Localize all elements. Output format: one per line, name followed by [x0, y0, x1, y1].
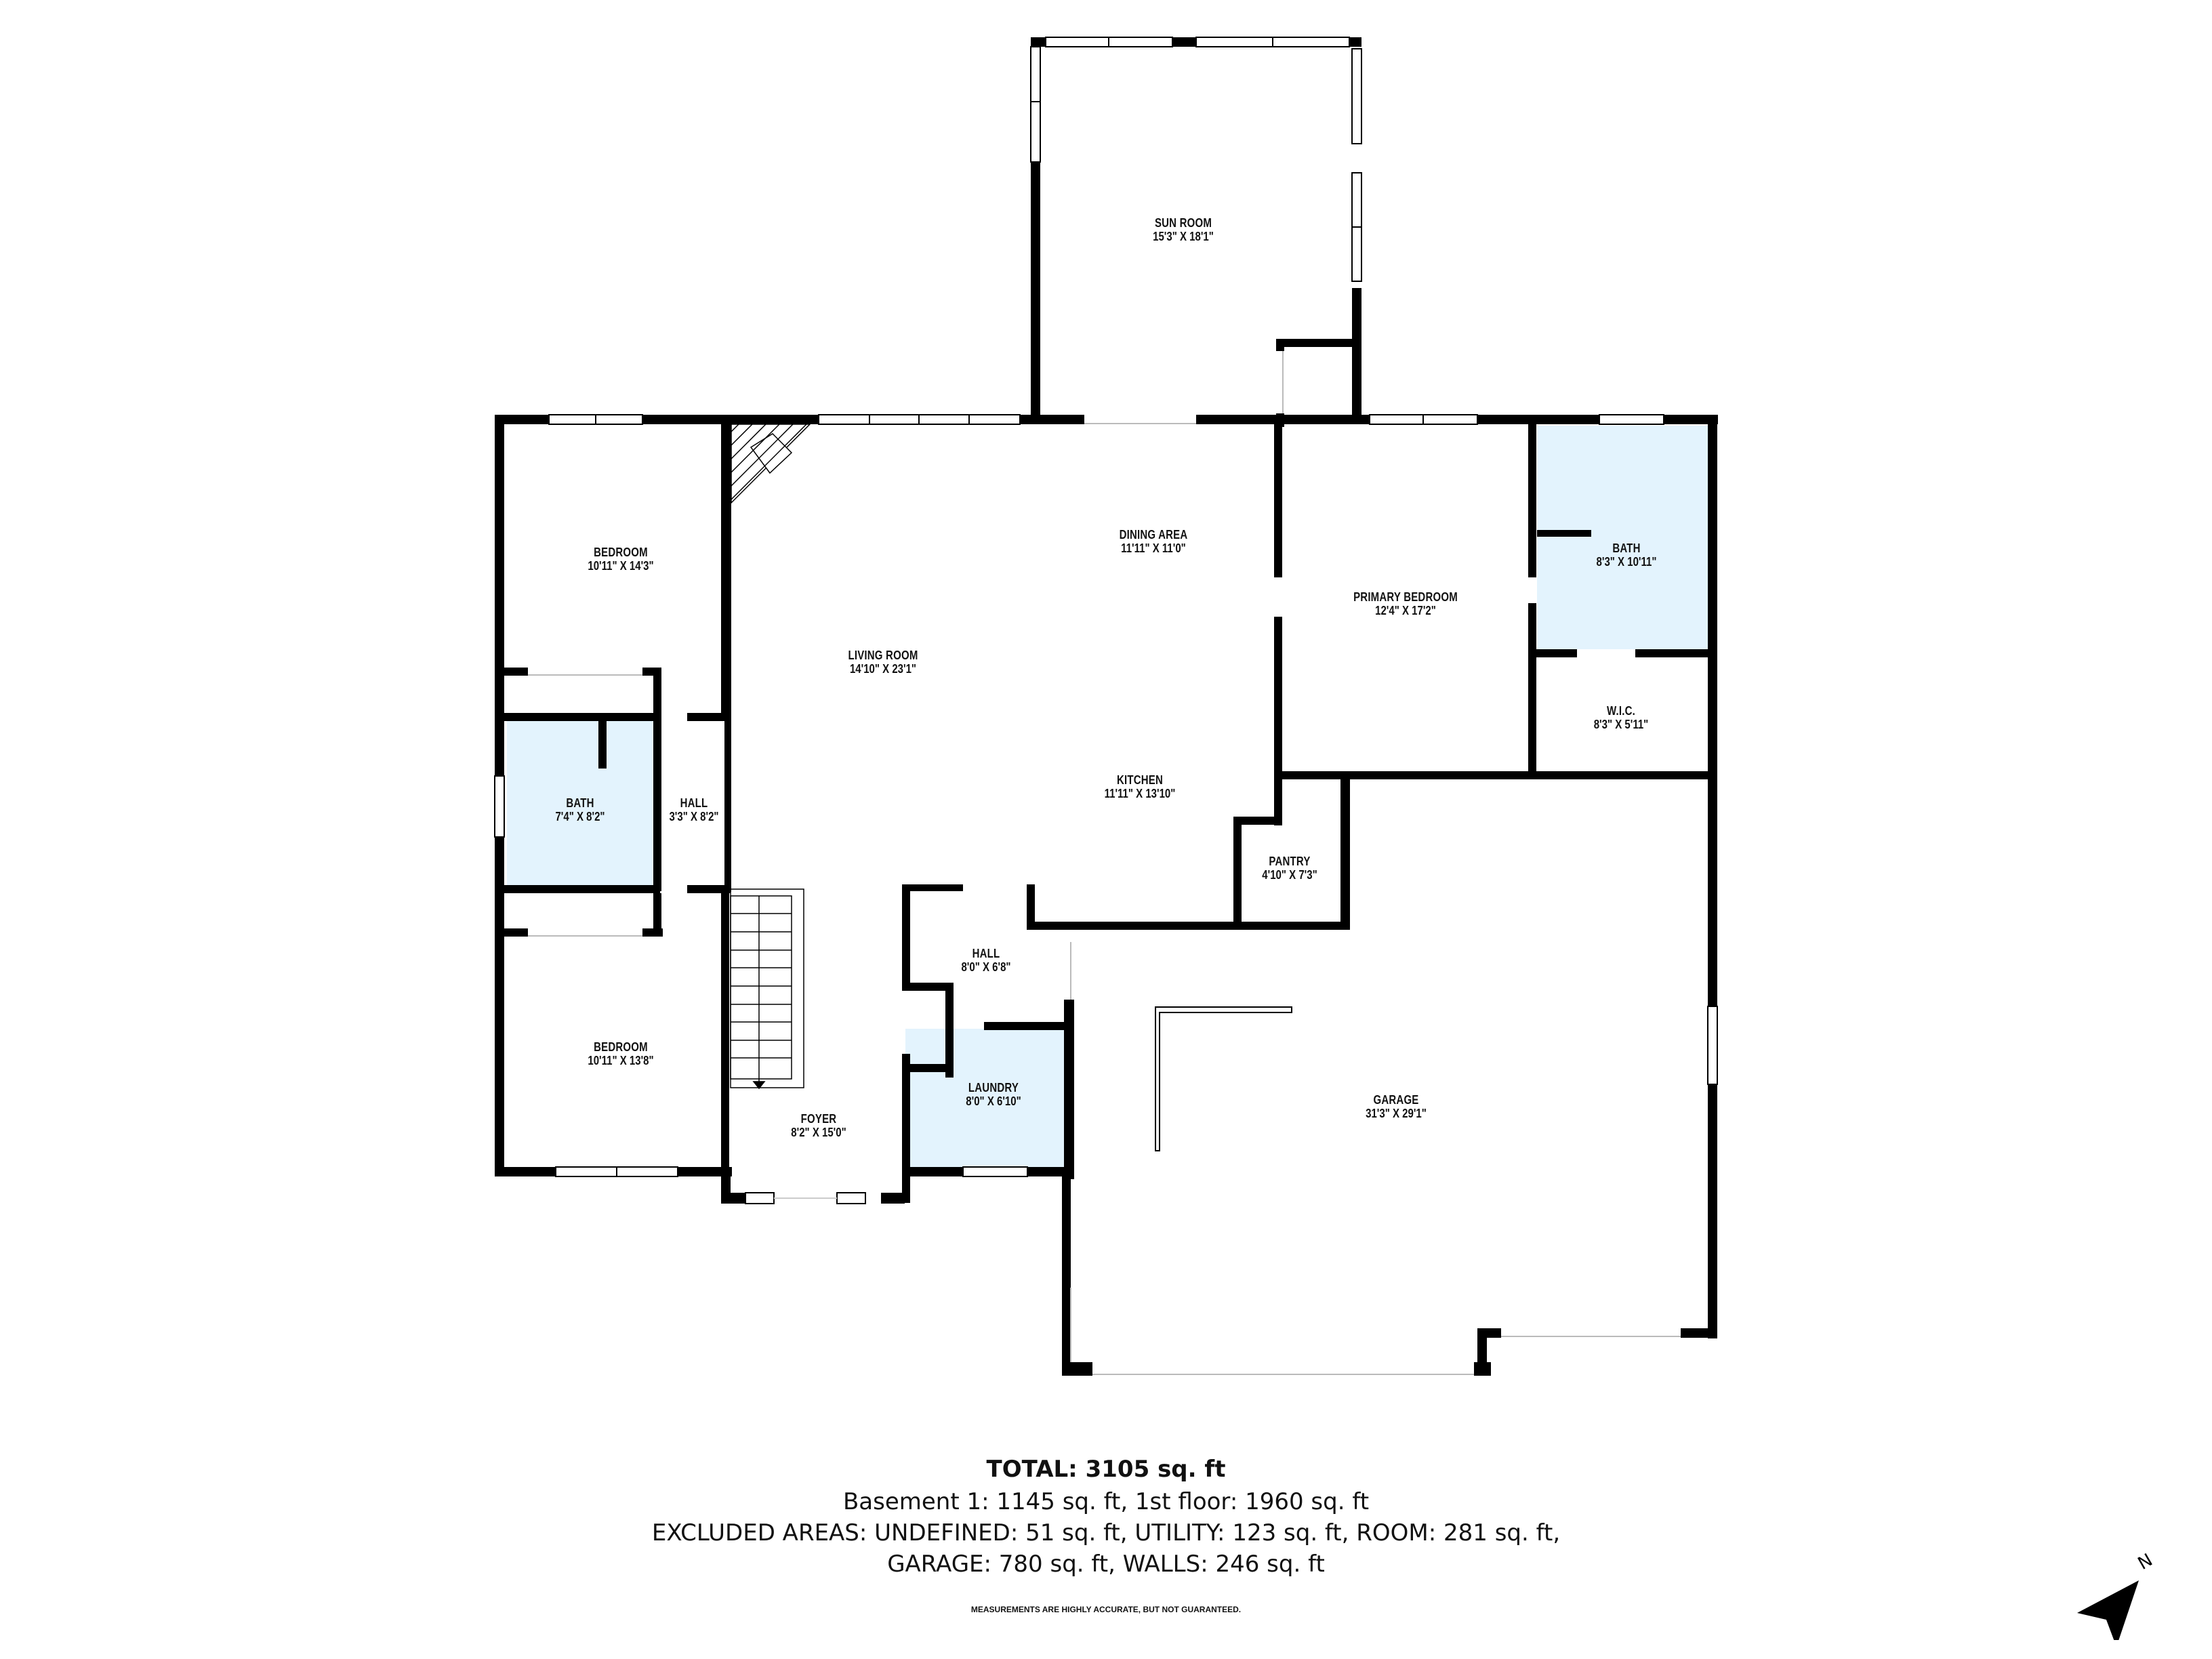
door-openings [528, 351, 1681, 1375]
north-arrow-icon: N [2067, 1545, 2182, 1647]
floor-areas: Basement 1: 1145 sq. ft, 1st floor: 1960… [842, 1488, 1370, 1515]
disclaimer: MEASUREMENTS ARE HIGHLY ACCURATE, BUT NO… [970, 1605, 1242, 1614]
total-area: TOTAL: 3105 sq. ft [986, 1456, 1226, 1483]
garage-workbench [1155, 1006, 1292, 1151]
fireplace-icon [731, 424, 811, 504]
excluded-areas-line-2: GARAGE: 780 sq. ft, WALLS: 246 sq. ft [887, 1551, 1325, 1578]
room-label-wic: W.I.C.8'3" X 5'11" [1593, 703, 1649, 733]
wet-room-fills [507, 426, 1708, 1168]
staircase-icon [730, 888, 804, 1090]
windows [494, 37, 1718, 1204]
excluded-areas-line-1: EXCLUDED AREAS: UNDEFINED: 51 sq. ft, UT… [651, 1519, 1561, 1547]
window-mullions [595, 37, 1424, 1199]
